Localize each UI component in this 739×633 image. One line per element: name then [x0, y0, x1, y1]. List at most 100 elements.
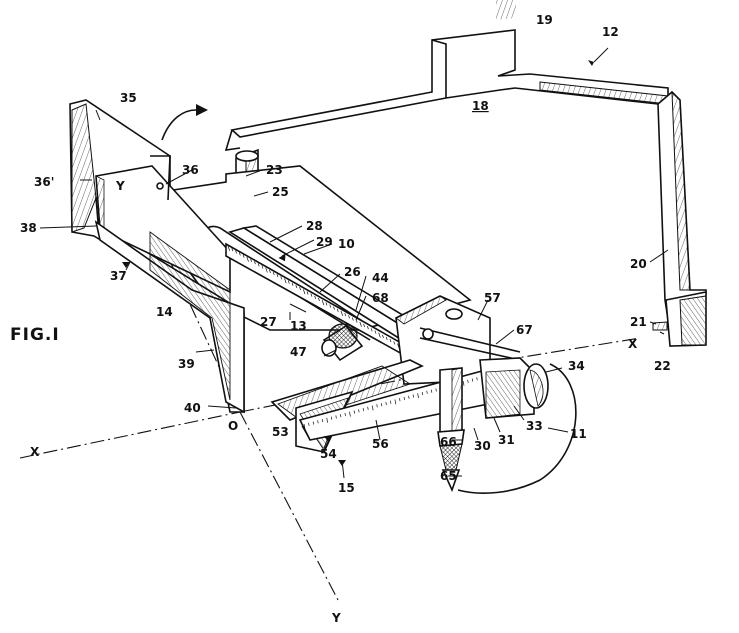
scale-tick	[333, 306, 335, 310]
label-31: 31	[498, 433, 515, 447]
scale-tick	[370, 328, 373, 332]
scale-tick	[287, 280, 290, 284]
scale-tick	[336, 308, 339, 312]
axis-x-right: X	[628, 337, 638, 351]
scale-tick	[335, 415, 337, 419]
reference-labels: 35 36' 36 38 37 14 39 40 23 25 28 29 10 …	[20, 13, 671, 495]
scale-tick	[257, 263, 260, 267]
label-57: 57	[484, 291, 501, 305]
scale-tick	[340, 310, 344, 316]
label-36: 36	[182, 163, 199, 177]
leader-lines	[39, 47, 669, 479]
label-29: 29	[316, 235, 333, 249]
label-13: 13	[290, 319, 307, 333]
scale-tick	[284, 278, 287, 284]
label-37: 37	[110, 269, 127, 283]
scale-tick	[367, 326, 369, 330]
axis-origin: O	[228, 419, 238, 433]
axis-y-top: Y	[115, 179, 125, 193]
scale-tick	[371, 405, 374, 411]
scale-tick	[385, 336, 388, 341]
scale-tick	[389, 339, 392, 343]
scale-tick	[306, 291, 309, 295]
end-block	[457, 357, 577, 494]
scale-tick	[321, 419, 324, 423]
label-18: 18	[472, 99, 489, 113]
scale-tick	[385, 401, 387, 405]
scale-tick	[462, 380, 465, 386]
scale-tick	[403, 396, 405, 401]
label-23: 23	[266, 163, 283, 177]
scale-tick	[390, 400, 392, 404]
label-26: 26	[344, 265, 361, 279]
label-65: 65	[440, 469, 457, 483]
scale-tick	[367, 406, 369, 410]
label-66: 66	[440, 435, 457, 449]
scale-tick	[382, 334, 384, 338]
scale-tick	[291, 282, 294, 286]
slider-block	[395, 295, 521, 385]
scale-tick	[254, 261, 256, 265]
scale-tick	[355, 319, 358, 323]
scale-tick	[358, 409, 360, 413]
scale-tick	[318, 297, 320, 302]
scale-tick	[421, 392, 424, 396]
label-11: 11	[570, 427, 587, 441]
scale-tick	[394, 399, 397, 405]
label-47: 47	[290, 345, 307, 359]
scale-tick	[317, 420, 319, 424]
scale-tick	[310, 293, 313, 297]
scale-tick	[325, 302, 328, 306]
scale-tick	[362, 407, 365, 412]
scale-tick	[378, 332, 381, 338]
scale-tick	[426, 390, 428, 394]
lower-ruler	[270, 359, 509, 453]
rotation-arrow-icon	[161, 104, 208, 141]
scale-tick	[235, 250, 237, 254]
axis-x-left: X	[30, 445, 40, 459]
scale-tick	[246, 256, 249, 262]
scale-tick	[417, 393, 419, 399]
scale-tick	[408, 395, 410, 399]
scale-tick	[363, 323, 365, 328]
label-40: 40	[184, 401, 201, 415]
scale-tick	[476, 377, 478, 381]
label-21: 21	[630, 315, 647, 329]
top-frame	[224, 0, 707, 347]
scale-tick	[329, 304, 332, 308]
label-67: 67	[516, 323, 533, 337]
label-56: 56	[372, 437, 389, 451]
scale-tick	[348, 315, 350, 319]
scale-tick	[471, 378, 474, 382]
scale-tick	[265, 267, 268, 273]
label-30: 30	[474, 439, 491, 453]
label-27: 27	[260, 315, 277, 329]
scale-tick	[380, 403, 383, 407]
scale-tick	[344, 313, 347, 317]
label-38: 38	[20, 221, 37, 235]
label-15: 15	[338, 481, 355, 495]
axis-labels: X X Y Y O	[30, 179, 638, 625]
label-12: 12	[602, 25, 619, 39]
label-20: 20	[630, 257, 647, 271]
scale-tick	[231, 248, 234, 252]
scale-tick	[374, 330, 377, 334]
scale-tick	[238, 252, 241, 256]
scale-tick	[227, 245, 231, 251]
label-10: 10	[338, 237, 355, 251]
leader-arrowheads	[122, 60, 594, 466]
scale-tick	[250, 258, 252, 263]
scale-tick	[353, 410, 355, 414]
scale-tick	[326, 417, 329, 423]
scale-tick	[308, 422, 310, 426]
label-39: 39	[178, 357, 195, 371]
scale-tick	[435, 388, 437, 392]
label-44: 44	[372, 271, 389, 285]
scale-tick	[312, 421, 315, 425]
scale-tick	[359, 321, 362, 327]
label-68: 68	[372, 291, 389, 305]
label-36-prime: 36'	[34, 175, 54, 189]
axis-y-bottom: Y	[331, 611, 341, 625]
scale-tick	[349, 411, 351, 417]
